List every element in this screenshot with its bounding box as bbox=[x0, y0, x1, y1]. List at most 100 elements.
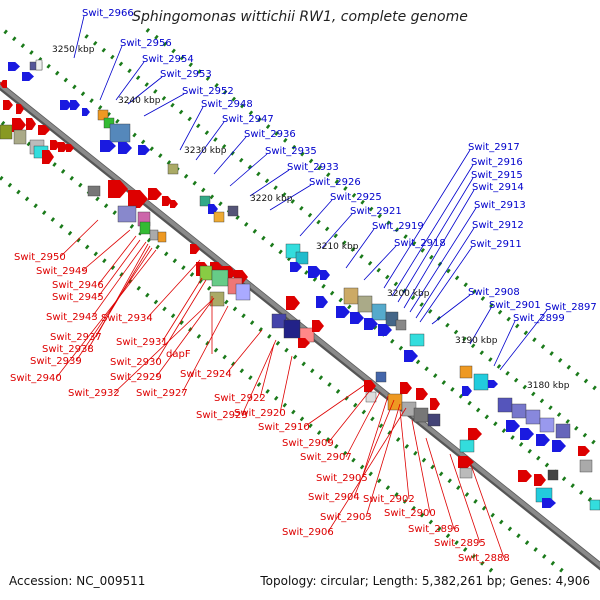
tick-dot bbox=[359, 254, 364, 259]
forward-gene-label: Swit_2916 bbox=[471, 157, 523, 168]
tick-dot bbox=[230, 150, 235, 156]
tick-dot bbox=[221, 144, 227, 149]
tick-dot bbox=[187, 116, 192, 122]
tick-dot bbox=[481, 505, 487, 511]
tick-dot bbox=[430, 464, 435, 470]
tick-dot bbox=[158, 153, 163, 158]
tick-dot bbox=[523, 330, 529, 336]
tick-dot bbox=[136, 285, 141, 291]
genome-title: Sphingomonas wittichii RW1, complete gen… bbox=[132, 9, 468, 25]
gene-feature bbox=[157, 231, 167, 243]
gene-feature bbox=[139, 221, 151, 235]
kbp-tick-label: 3200 kbp bbox=[387, 289, 430, 299]
tick-dot bbox=[265, 389, 270, 394]
tick-dot bbox=[304, 270, 309, 275]
reverse-gene-label: Swit_2945 bbox=[52, 292, 104, 303]
leader-line bbox=[155, 297, 215, 378]
tick-dot bbox=[267, 334, 272, 339]
tick-dot bbox=[548, 405, 553, 411]
tick-dot bbox=[539, 398, 545, 404]
tick-dot bbox=[428, 309, 433, 314]
reverse-gene-label: Swit_2937 bbox=[50, 332, 102, 343]
kbp-tick-label: 3250 kbp bbox=[52, 45, 95, 55]
leader-line bbox=[127, 76, 163, 105]
reverse-gene-label: Swit_2943 bbox=[46, 312, 98, 323]
tick-dot bbox=[59, 224, 64, 229]
gene-arrow bbox=[364, 380, 376, 392]
leader-line bbox=[415, 227, 475, 319]
tick-dot bbox=[3, 29, 8, 35]
gene-arrow bbox=[308, 266, 322, 278]
forward-gene-label: Swit_2918 bbox=[394, 238, 446, 249]
tick-dot bbox=[29, 50, 34, 55]
tick-dot bbox=[261, 235, 266, 241]
tick-dot bbox=[450, 387, 455, 392]
gene-feature bbox=[371, 303, 387, 321]
tick-dot bbox=[582, 432, 588, 438]
forward-gene-label: Swit_2897 bbox=[545, 302, 597, 313]
tick-dot bbox=[544, 462, 550, 468]
tick-dot bbox=[170, 102, 175, 108]
leader-line bbox=[363, 245, 397, 281]
tick-dot bbox=[325, 437, 330, 442]
tick-dot bbox=[446, 268, 451, 274]
tick-dot bbox=[428, 519, 434, 525]
leader-line bbox=[155, 279, 207, 363]
tick-dot bbox=[493, 421, 498, 427]
tick-dot bbox=[532, 337, 537, 343]
gene-arrow bbox=[148, 188, 162, 200]
tick-dot bbox=[453, 329, 459, 335]
gene-feature bbox=[87, 185, 101, 197]
tick-dot bbox=[290, 199, 295, 204]
tick-dot bbox=[420, 512, 425, 518]
tick-dot bbox=[0, 175, 4, 181]
tick-dot bbox=[149, 146, 154, 152]
tick-dot bbox=[510, 435, 515, 440]
tick-dot bbox=[338, 297, 343, 303]
tick-dot bbox=[462, 547, 468, 552]
tick-dot bbox=[256, 382, 262, 387]
gene-feature bbox=[589, 499, 600, 511]
tick-dot bbox=[447, 478, 452, 484]
gene-feature bbox=[539, 417, 555, 433]
tick-dot bbox=[170, 313, 176, 319]
tick-dot bbox=[92, 40, 98, 46]
tick-dot bbox=[299, 205, 304, 211]
tick-dot bbox=[410, 295, 416, 301]
reverse-gene-label: Swit_2923 bbox=[196, 410, 248, 421]
tick-dot bbox=[489, 302, 494, 308]
leader-line bbox=[469, 461, 505, 559]
tick-dot bbox=[463, 282, 468, 288]
tick-dot bbox=[329, 290, 335, 296]
gene-arrow bbox=[320, 270, 330, 280]
tick-dot bbox=[60, 169, 66, 174]
gene-arrow bbox=[128, 190, 148, 208]
tick-dot bbox=[343, 186, 348, 191]
tick-dot bbox=[206, 285, 212, 291]
tick-dot bbox=[404, 444, 409, 449]
tick-dot bbox=[454, 275, 460, 281]
tick-dot bbox=[575, 371, 580, 377]
tick-dot bbox=[438, 471, 444, 477]
forward-gene-label: Swit_2926 bbox=[309, 177, 361, 188]
tick-dot bbox=[282, 402, 287, 408]
tick-dot bbox=[524, 540, 530, 545]
forward-gene-label: Swit_2954 bbox=[142, 54, 194, 65]
tick-dot bbox=[377, 213, 383, 219]
tick-dot bbox=[454, 540, 459, 545]
tick-dot bbox=[183, 173, 189, 179]
gene-feature bbox=[511, 403, 527, 419]
leader-line bbox=[161, 277, 203, 343]
tick-dot bbox=[291, 409, 296, 415]
gene-arrow bbox=[8, 62, 20, 71]
reverse-gene-label: Swit_2904 bbox=[308, 492, 360, 503]
tick-dot bbox=[127, 68, 132, 74]
tick-dot bbox=[232, 306, 238, 312]
gene-arrow bbox=[208, 204, 218, 214]
gene-arrow bbox=[458, 456, 474, 468]
forward-gene-label: Swit_2913 bbox=[474, 200, 526, 211]
tick-dot bbox=[145, 292, 150, 298]
tick-dot bbox=[172, 258, 178, 264]
tick-dot bbox=[97, 105, 103, 110]
tick-dot bbox=[292, 354, 298, 360]
